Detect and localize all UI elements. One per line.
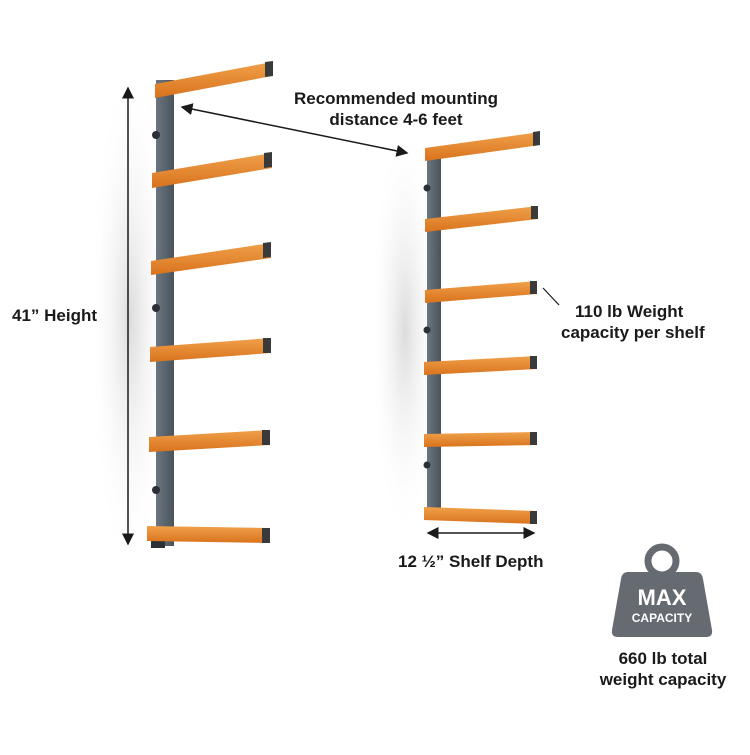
capacity-line-1: 110 lb Weight	[575, 302, 684, 321]
right-shelf-2	[425, 206, 538, 232]
left-shelf-6	[147, 526, 270, 543]
mounting-distance-arrow	[180, 103, 409, 157]
max-label: MAX	[638, 585, 687, 610]
mounting-distance-label: Recommended mounting distance 4-6 feet	[262, 88, 530, 130]
weight-icon: MAX CAPACITY	[611, 543, 713, 637]
left-shelf-4	[150, 338, 271, 362]
left-shelf-5	[149, 430, 270, 452]
shelf-depth-label: 12 ½” Shelf Depth	[398, 552, 544, 571]
left-rack-foot	[151, 538, 165, 548]
left-shelf-1	[155, 61, 273, 98]
capacity-leader-line	[542, 287, 560, 306]
right-rack-shadow	[370, 120, 440, 540]
capacity-line-2: capacity per shelf	[561, 323, 705, 342]
left-shelf-3	[151, 242, 271, 275]
total-line-1: 660 lb total	[618, 649, 708, 668]
capacity-label: CAPACITY	[632, 611, 692, 625]
total-line-2: weight capacity	[599, 670, 727, 689]
right-rack	[423, 131, 540, 524]
right-shelf-4	[424, 356, 537, 375]
left-rack-post	[156, 80, 174, 546]
right-rack-post	[427, 148, 441, 518]
right-shelf-1	[425, 131, 540, 161]
right-shelf-6	[424, 507, 537, 524]
left-rack	[147, 61, 273, 548]
height-label: 41” Height	[12, 306, 98, 325]
right-shelf-3	[425, 281, 537, 303]
right-shelf-5	[424, 432, 537, 447]
mounting-line-1: Recommended mounting	[293, 89, 498, 108]
mounting-line-2: distance 4-6 feet	[329, 110, 463, 129]
capacity-per-shelf-label: 110 lb Weight capacity per shelf	[561, 301, 705, 343]
total-capacity-label: 660 lb total weight capacity	[572, 648, 750, 690]
